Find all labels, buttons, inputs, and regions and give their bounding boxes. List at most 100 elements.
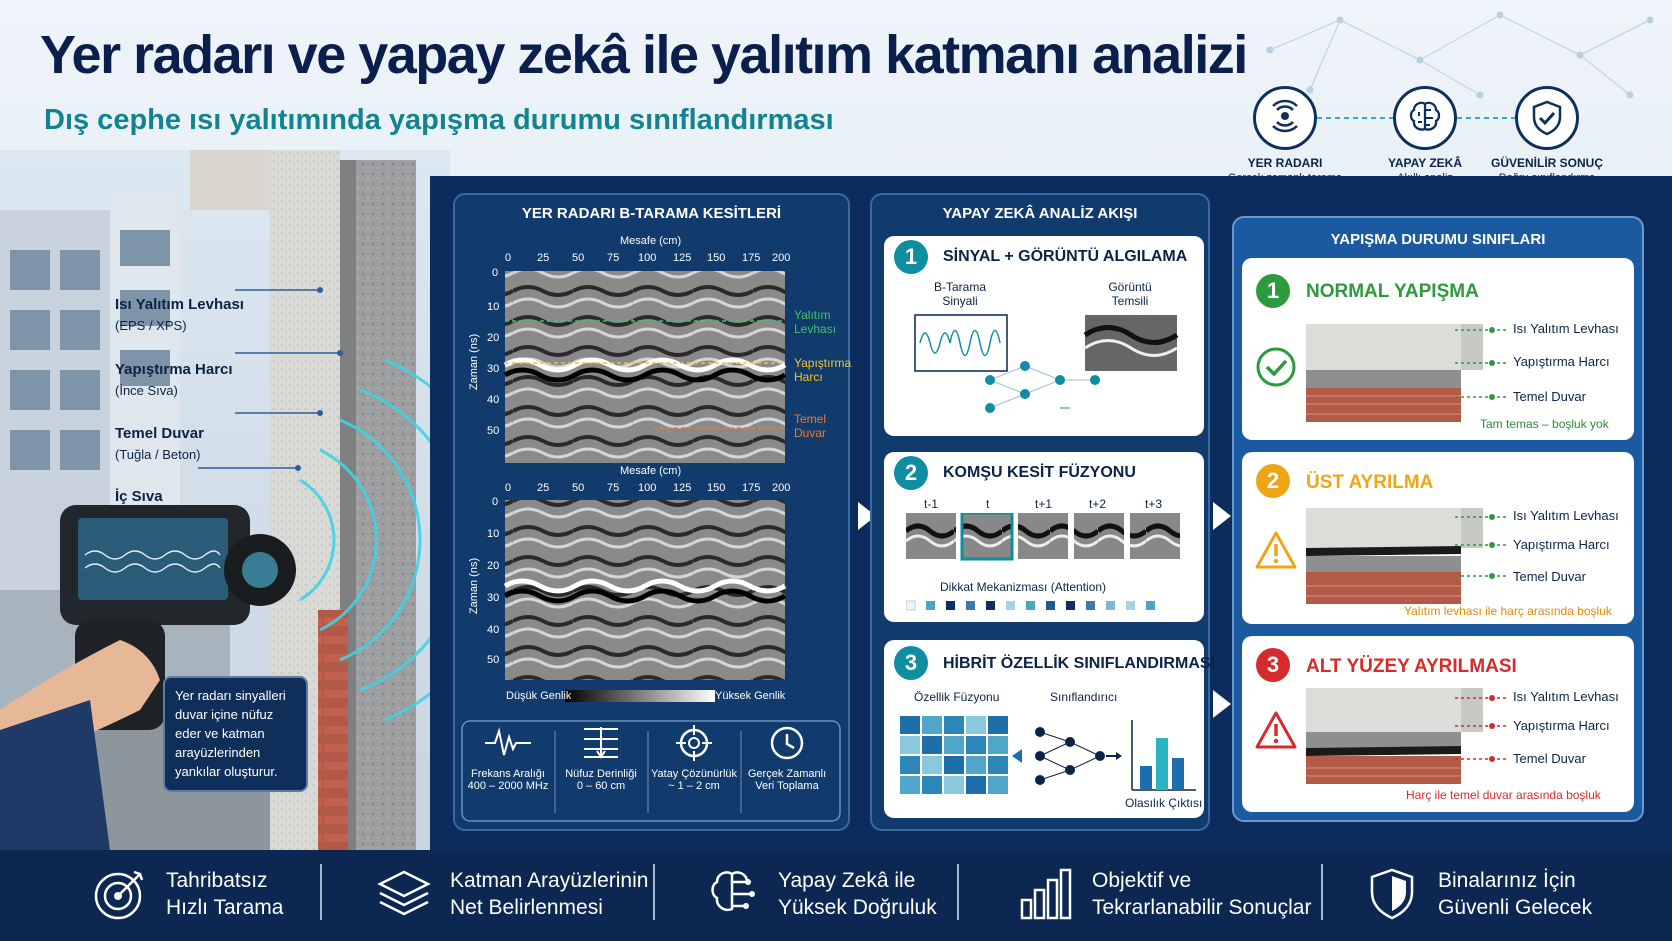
brain-icon [711, 871, 755, 911]
y-axis-label: Zaman (ns) [468, 333, 481, 391]
footer-divider [320, 864, 322, 920]
step-title: KOMŞU KESİT FÜZYONU [943, 464, 1136, 481]
spec-resolution: Yatay Çözünürlük ~ 1 – 2 cm [651, 725, 737, 817]
class-layer-label: Temel Duvar [1513, 389, 1586, 404]
step-title: HİBRİT ÖZELLİK SINIFLANDIRMASI [943, 655, 1215, 672]
class-note: Tam temas – boşluk yok [1480, 417, 1609, 431]
x-tick: 25 [537, 252, 550, 264]
feature-label: YER RADARI [1247, 156, 1323, 170]
step-left-label: B-Tarama Sinyali [933, 280, 986, 308]
class-note: Harç ile temel duvar arasında boşluk [1406, 788, 1601, 802]
y-tick: 0 [492, 267, 499, 279]
x-axis-label: Mesafe (cm) [620, 235, 682, 247]
spec-realtime: Gerçek Zamanlı Veri Toplama [744, 725, 830, 817]
callout-lines [1455, 514, 1509, 579]
class-layer-label: Yapıştırma Harcı [1513, 718, 1610, 733]
spec-line2: 400 – 2000 MHz [467, 780, 549, 792]
class-number: 1 [1256, 274, 1290, 308]
clock-icon [770, 726, 804, 760]
frame-label: t [986, 497, 990, 511]
x-tick: 125 [673, 482, 692, 494]
bscan-title: YER RADARI B-TARAMA KESİTLERİ [521, 205, 782, 222]
spec-line1: Nüfuz Derinliği [565, 768, 637, 780]
bscan-annotation: Yapıştırma Harcı [794, 356, 852, 384]
x-tick: 75 [607, 482, 620, 494]
footer-line1: Objektif ve [1092, 869, 1192, 892]
step-number: 1 [894, 240, 928, 274]
brain-icon [1393, 86, 1457, 150]
layer-label: Temel Duvar [115, 425, 204, 442]
x-tick: 0 [505, 252, 512, 264]
y-axis-label: Zaman (ns) [468, 557, 481, 615]
x-tick: 150 [707, 482, 726, 494]
footer-line2: Yüksek Doğruluk [778, 896, 937, 919]
spec-line1: Frekans Aralığı [471, 768, 545, 780]
y-tick: 10 [487, 528, 500, 540]
x-tick: 125 [673, 252, 692, 264]
x-axis-label: Mesafe (cm) [620, 465, 682, 477]
layer-sample [1306, 688, 1483, 784]
radar-icon [1253, 86, 1317, 150]
spec-depth: Nüfuz Derinliği 0 – 60 cm [558, 725, 644, 817]
x-tick: 25 [537, 482, 550, 494]
footer-line1: Tahribatsız [166, 869, 268, 892]
x-tick: 200 [772, 252, 791, 264]
class-layer-label: Temel Duvar [1513, 751, 1586, 766]
layers-icon [377, 870, 431, 916]
target-icon [94, 870, 144, 920]
layer-label: İç Sıva [115, 488, 163, 505]
layer-label: Yapıştırma Harcı [115, 361, 233, 378]
spec-frequency: Frekans Aralığı 400 – 2000 MHz [465, 725, 551, 817]
frame-label: t-1 [924, 497, 939, 511]
feature-label: GÜVENİLİR SONUÇ [1490, 156, 1603, 170]
footer-divider [653, 864, 655, 920]
class-title: ALT YÜZEY AYRILMASI [1306, 656, 1517, 677]
x-tick: 50 [572, 252, 585, 264]
classifier-label: Sınıflandırıcı [1050, 690, 1118, 704]
classes-title: YAPIŞMA DURUMU SINIFLARI [1330, 231, 1546, 248]
warning-icon [1255, 531, 1297, 569]
footer-line2: Güvenli Gelecek [1438, 896, 1593, 919]
class-number: 3 [1256, 648, 1290, 682]
x-tick: 200 [772, 482, 791, 494]
layer-sub: (Tuğla / Beton) [115, 447, 201, 462]
network-decoration [1266, 11, 1654, 99]
footer-line1: Yapay Zekâ ile [778, 869, 916, 892]
bscan-plots [461, 271, 841, 822]
y-tick: 20 [487, 332, 500, 344]
class-layer-label: Yapıştırma Harcı [1513, 537, 1610, 552]
class-layer-label: Yapıştırma Harcı [1513, 354, 1610, 369]
page-title: Yer radarı ve yapay zekâ ile yalıtım kat… [40, 25, 1248, 85]
y-tick: 30 [487, 363, 500, 375]
x-tick: 175 [742, 252, 761, 264]
frame-label: t+1 [1035, 497, 1053, 511]
spec-line2: ~ 1 – 2 cm [668, 780, 720, 792]
x-tick: 100 [638, 482, 657, 494]
feature-label: YAPAY ZEKÂ [1387, 156, 1463, 170]
neighbor-frames [906, 513, 1180, 611]
feature-connector [1317, 117, 1515, 119]
y-tick: 0 [492, 496, 499, 508]
footer-divider [1321, 864, 1323, 920]
bscan-annotation: Yalıtım Levhası [794, 308, 837, 336]
shield-check-icon [1370, 868, 1414, 920]
footer-line1: Binalarınız İçin [1438, 869, 1576, 892]
spec-line1: Yatay Çözünürlük [651, 768, 738, 780]
footer-line2: Hızlı Tarama [166, 896, 284, 919]
fusion-label: Özellik Füzyonu [914, 690, 1000, 704]
output-label: Olasılık Çıktısı [1125, 796, 1203, 810]
step-title: SİNYAL + GÖRÜNTÜ ALGILAMA [943, 248, 1188, 265]
ai-title: YAPAY ZEKÂ ANALİZ AKIŞI [942, 205, 1138, 222]
y-tick: 30 [487, 592, 500, 604]
layer-sample [1306, 324, 1483, 422]
footer-line1: Katman Arayüzlerinin [450, 869, 649, 892]
layer-sub: (EPS / XPS) [115, 318, 187, 333]
step-right-label: Görüntü Temsili [1108, 280, 1152, 308]
callout-lines [1455, 327, 1509, 400]
x-tick: 0 [505, 482, 512, 494]
check-circle-icon [1256, 347, 1296, 387]
